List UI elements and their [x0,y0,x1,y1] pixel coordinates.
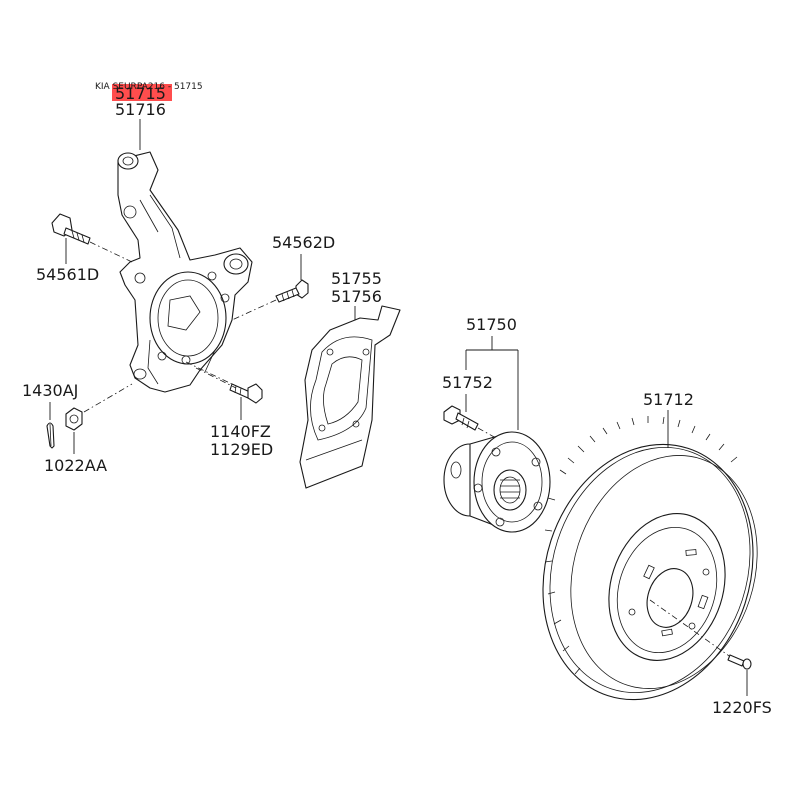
part-label-1140FZ[interactable]: 1140FZ [210,422,271,441]
castle-nut-1022AA [65,407,83,431]
part-label-51716[interactable]: 51716 [115,100,166,119]
cotter-pin-1430AJ [46,422,55,449]
part-label-1220FS[interactable]: 1220FS [712,698,772,717]
label-51712: 51712 [643,390,694,409]
part-label-51756[interactable]: 51756 [331,287,382,306]
label-51716: 51716 [115,100,166,119]
screw-1220FS [727,654,752,670]
brake-disc-51712 [542,416,758,701]
label-51715: 51715 [115,84,166,103]
highlight-marker [112,84,172,101]
bolt-54561D [51,213,91,245]
wheel-hub-51750 [443,431,551,533]
axis-54562D [231,299,277,321]
label-54562D: 54562D [272,233,335,252]
label-1140FZ: 1140FZ [210,422,271,441]
diagram-caption: KIA SEURPA216 - 51715 [95,82,203,92]
bolt-54562D [275,279,309,303]
axis-51752 [477,427,497,439]
label-51750: 51750 [466,315,517,334]
leader-51750 [465,336,519,430]
part-label-51750[interactable]: 51750 [466,315,517,334]
label-1022AA: 1022AA [44,456,107,475]
bolt-1140FZ [229,383,263,404]
part-label-51752[interactable]: 51752 [442,373,493,392]
part-label-54562D[interactable]: 54562D [272,233,335,252]
axis-knuckle [195,367,237,389]
part-label-1430AJ[interactable]: 1430AJ [22,381,78,400]
label-51755: 51755 [331,269,382,288]
axis-54561D [89,241,133,263]
part-label-51715[interactable]: 51715 [115,84,166,103]
axis-1220FS [649,599,733,659]
part-label-1022AA[interactable]: 1022AA [44,456,107,475]
axis-1140FZ [185,361,237,387]
part-label-51755[interactable]: 51755 [331,269,382,288]
label-51752: 51752 [442,373,493,392]
part-label-51712[interactable]: 51712 [643,390,694,409]
label-1430AJ: 1430AJ [22,381,78,400]
dust-shield [299,305,401,489]
axis-1022AA [83,383,133,413]
hub-stud-51752 [443,405,479,431]
label-1129ED: 1129ED [210,440,273,459]
label-54561D: 54561D [36,265,99,284]
part-label-1129ED[interactable]: 1129ED [210,440,273,459]
steering-knuckle [117,151,253,393]
label-51756: 51756 [331,287,382,306]
label-1220FS: 1220FS [712,698,772,717]
part-label-54561D[interactable]: 54561D [36,265,99,284]
